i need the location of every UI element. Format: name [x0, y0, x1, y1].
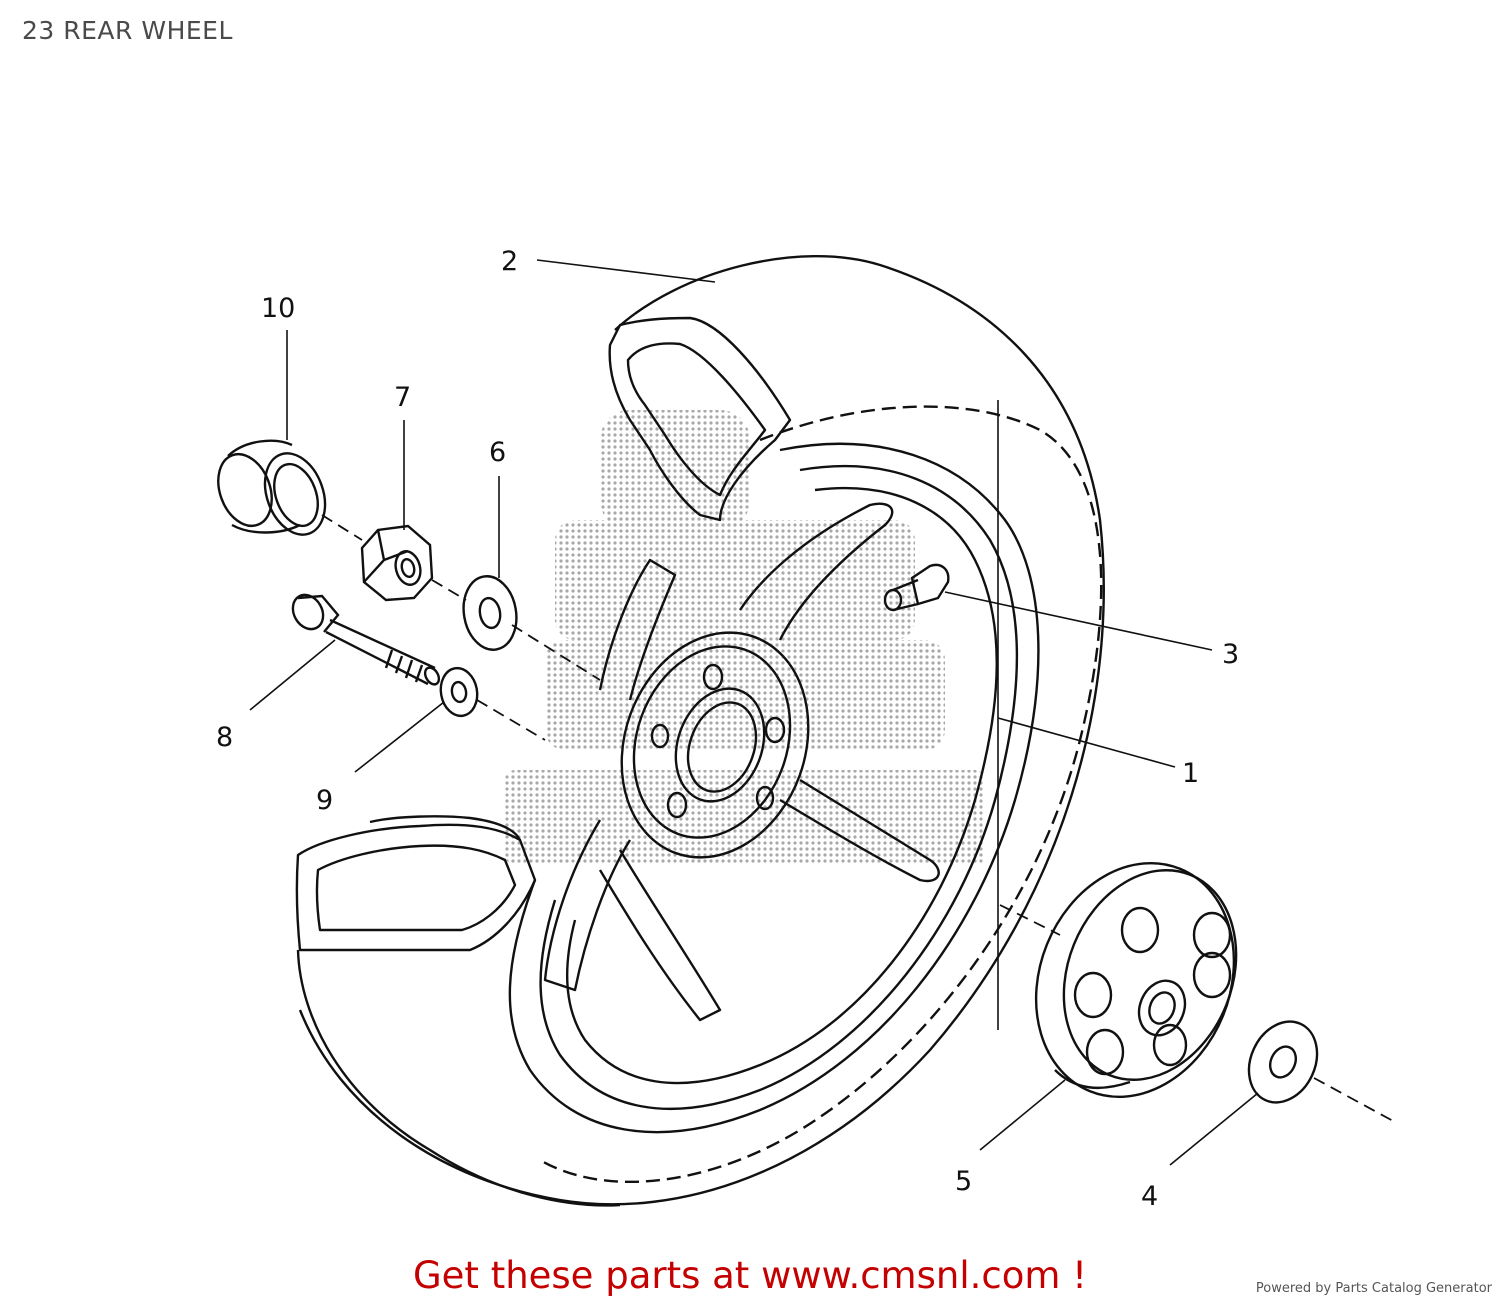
part-9-washer [439, 666, 479, 718]
callout-9: 9 [316, 785, 333, 816]
exploded-parts [217, 439, 1319, 1104]
callout-10: 10 [261, 293, 295, 324]
assembly-lines [321, 514, 1396, 1123]
callout-3: 3 [1222, 639, 1239, 670]
diagram-title: 23 REAR WHEEL [22, 16, 233, 45]
callout-5: 5 [955, 1166, 972, 1197]
part-10-collar [217, 439, 327, 536]
callout-8: 8 [216, 722, 233, 753]
leader-lines [249, 259, 1259, 1166]
part-5-hub [1034, 861, 1238, 1099]
callout-2: 2 [501, 246, 518, 277]
part-8-bolt [291, 593, 441, 686]
get-parts-link[interactable]: Get these parts at www.cmsnl.com ! [412, 1254, 1087, 1297]
part-7-nut [360, 524, 434, 602]
rear-wheel-drawing [295, 255, 1105, 1207]
callout-1: 1 [1182, 758, 1199, 789]
callout-4: 4 [1141, 1181, 1158, 1212]
callout-labels: 1 2 3 4 5 6 7 8 9 10 [216, 246, 1239, 1212]
powered-by-credit: Powered by Parts Catalog Generator [1255, 1281, 1492, 1296]
callout-7: 7 [394, 382, 411, 413]
part-6-washer [462, 575, 518, 651]
part-4-washer [1247, 1020, 1319, 1104]
callout-6: 6 [489, 437, 506, 468]
